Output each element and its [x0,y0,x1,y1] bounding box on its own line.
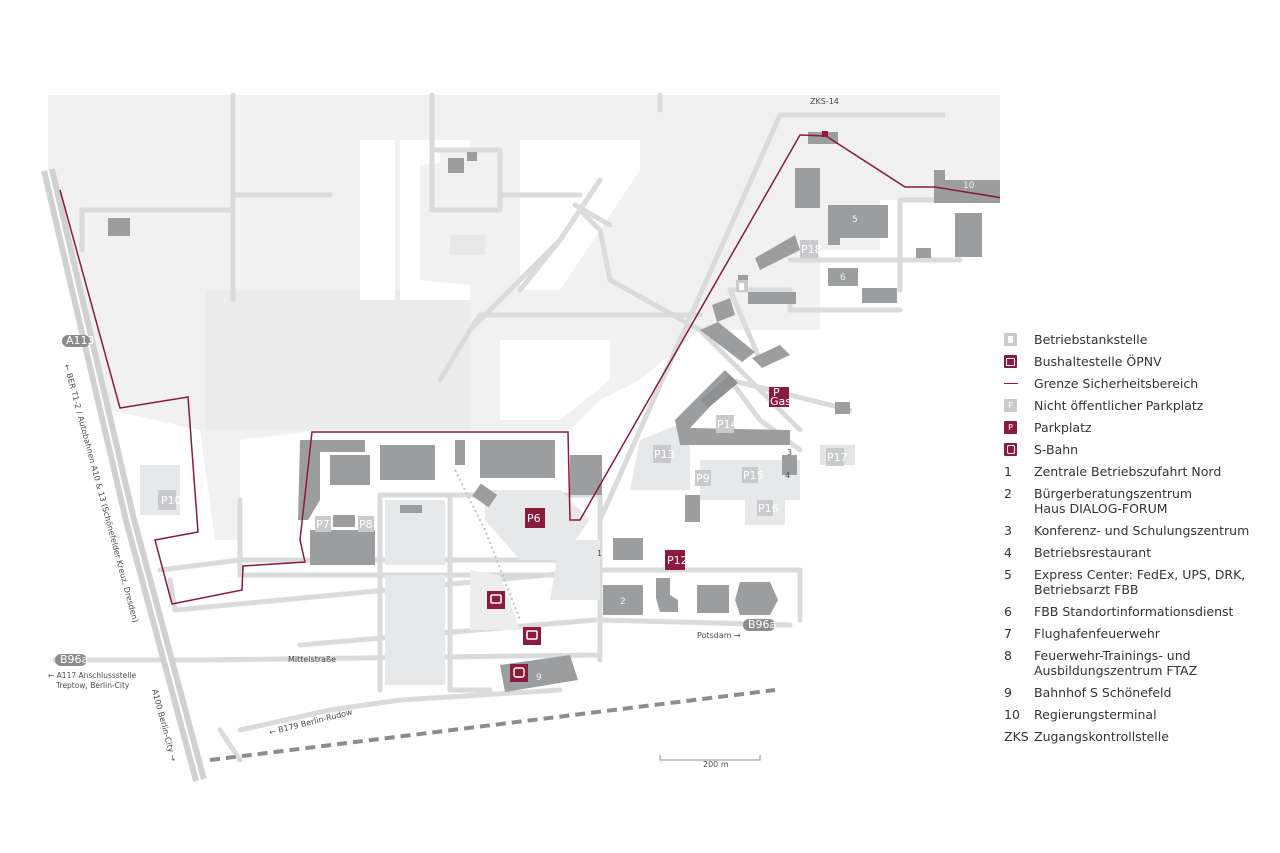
legend-item: 4 Betriebsrestaurant [1004,545,1274,560]
svg-text:P6: P6 [527,512,541,525]
legend-item: 9 Bahnhof S Schönefeld [1004,685,1274,700]
svg-text:10: 10 [963,181,975,191]
svg-text:Potsdam →: Potsdam → [697,631,741,640]
svg-text:2: 2 [620,597,626,607]
svg-text:200 m: 200 m [703,760,729,769]
svg-text:P16: P16 [758,502,779,515]
svg-text:B96a: B96a [748,618,776,631]
svg-text:P13: P13 [654,448,675,461]
svg-text:P8: P8 [359,518,373,531]
legend-label: Bushaltestelle ÖPNV [1034,354,1162,369]
sbahn-icon [510,664,528,682]
legend-item: ZKS Zugangskontrollstelle [1004,729,1274,744]
terminal-shapes [360,140,640,420]
legend-label: Betriebsrestaurant [1034,545,1152,560]
legend-item: 5 Express Center: FedEx, UPS, DRK, Betrie… [1004,567,1274,597]
legend-label: FBB Standortinformationsdienst [1034,604,1234,619]
buildings [108,132,1000,692]
legend-key: 9 [1004,685,1012,700]
svg-text:6: 6 [840,273,846,283]
legend-key: 7 [1004,626,1012,641]
footpath [454,469,521,621]
svg-text:P9: P9 [696,472,710,485]
svg-text:Gast: Gast [770,395,796,408]
legend-label: Zentrale Betriebszufahrt Nord [1034,464,1222,479]
legend-key: 6 [1004,604,1012,619]
svg-text:P12: P12 [667,554,688,567]
svg-text:3: 3 [787,448,792,457]
legend-item: Bushaltestelle ÖPNV [1004,354,1274,369]
legend-key: 2 [1004,486,1012,501]
svg-text:P17: P17 [827,451,848,464]
legend-label: Flughafenfeuerwehr [1034,626,1160,641]
bus-stop-icon [487,591,541,645]
legend-key: 8 [1004,648,1012,663]
security-line-icon [1004,376,1034,391]
legend-item: 3 Konferenz- und Schulungszentrum [1004,523,1274,538]
legend-item: Betriebstankstelle [1004,332,1274,347]
legend-key: 10 [1004,707,1020,722]
legend-label: Nicht öffentlicher Parkplatz [1034,398,1204,413]
zks-marker [822,131,828,137]
legend-item: 2 Bürgerberatungszentrum Haus DIALOG-FORU… [1004,486,1274,516]
legend-label: Feuerwehr-Trainings- und Ausbildungszent… [1034,648,1198,678]
legend-label: Regierungsterminal [1034,707,1157,722]
legend-item: 6 FBB Standortinformationsdienst [1004,604,1274,619]
svg-text:Treptow, Berlin-City: Treptow, Berlin-City [55,681,130,690]
svg-text:5: 5 [852,215,858,225]
fuel-icon [736,280,748,292]
svg-text:P14: P14 [717,418,738,431]
legend-label: Konferenz- und Schulungszentrum [1034,523,1250,538]
legend-label: Express Center: FedEx, UPS, DRK, Betrieb… [1034,567,1246,597]
svg-text:P: P [773,386,780,399]
bus-icon [1004,354,1034,369]
legend-key: 4 [1004,545,1012,560]
svg-text:← A117 Anschlussstelle: ← A117 Anschlussstelle [48,671,136,680]
legend-item: S-Bahn [1004,442,1274,457]
svg-text:P7: P7 [316,518,330,531]
svg-text:P18: P18 [801,243,822,256]
legend-label: S-Bahn [1034,442,1079,457]
svg-text:Mittelstraße: Mittelstraße [288,655,336,664]
fuel-icon [1004,332,1034,347]
legend-label: Bürgerberatungszentrum Haus DIALOG-FORUM [1034,486,1193,516]
legend-key: 5 [1004,567,1012,582]
svg-text:B96a: B96a [60,653,88,666]
parking-icon: P [1004,420,1034,435]
legend-label: Parkplatz [1034,420,1092,435]
legend-label: Bahnhof S Schönefeld [1034,685,1172,700]
legend-label: Zugangskontrollstelle [1034,729,1169,744]
legend-item: 8 Feuerwehr-Trainings- und Ausbildungszen… [1004,648,1274,678]
legend-key: 1 [1004,464,1012,479]
scale-bar: 200 m [659,755,761,769]
legend-label: Betriebstankstelle [1034,332,1148,347]
sbahn-icon [1004,442,1034,457]
airfield-area-lower [205,290,470,430]
svg-text:P10: P10 [161,494,182,507]
legend-item: 10 Regierungsterminal [1004,707,1274,722]
svg-text:P15: P15 [743,469,764,482]
public-parking-markers: P6 P12 P Gast [525,386,796,570]
legend-label: Grenze Sicherheitsbereich [1034,376,1199,391]
svg-text:A113: A113 [66,334,95,347]
roads [52,92,1000,763]
legend-key: 3 [1004,523,1012,538]
legend-item: 1 Zentrale Betriebszufahrt Nord [1004,464,1274,479]
site-map: ZKS-14 N 2 1 3 4 5 6 7 8 9 10 P10 P7 P8 … [41,92,1000,782]
svg-text:4: 4 [785,471,790,480]
legend-item: Grenze Sicherheitsbereich [1004,376,1274,391]
building-numbers: 2 1 3 4 5 6 7 8 9 10 [536,181,975,683]
svg-text:9: 9 [536,673,542,683]
security-boundary [59,134,1000,605]
legend-item: 7 Flughafenfeuerwehr [1004,626,1274,641]
zks-label: ZKS-14 [810,97,839,106]
private-parking-markers: P10 P7 P8 P13 P14 P9 P15 P16 P17 P18 [158,240,848,532]
private-parking-icon: P [1004,398,1034,413]
svg-text:1: 1 [597,549,602,558]
legend-key: ZKS [1004,729,1029,744]
